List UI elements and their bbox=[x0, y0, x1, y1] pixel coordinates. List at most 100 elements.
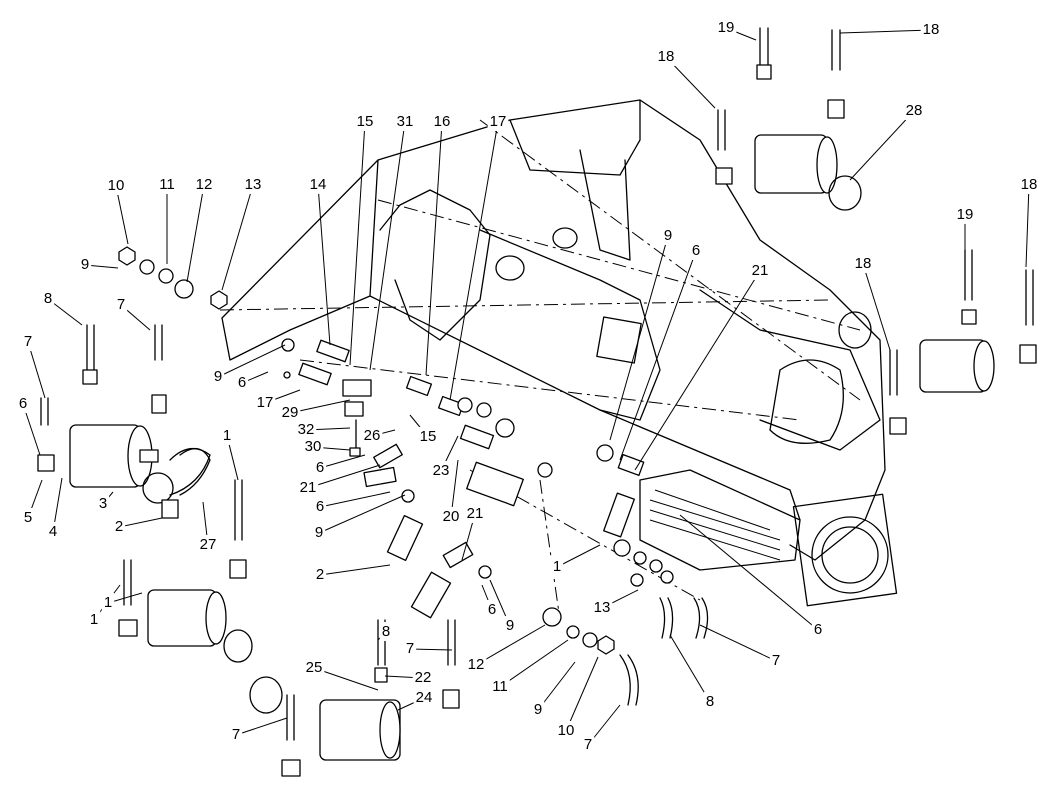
part-callout: 11 bbox=[159, 176, 175, 193]
callout-backing bbox=[954, 204, 976, 224]
callout-backing bbox=[157, 174, 177, 194]
callout-backing bbox=[550, 556, 564, 576]
part-callout: 16 bbox=[434, 113, 451, 130]
part-callout: 9 bbox=[81, 256, 89, 273]
motor-assembly-left-lower bbox=[118, 479, 253, 663]
part-callout: 7 bbox=[772, 652, 780, 669]
leader-line bbox=[634, 270, 761, 471]
leader-line bbox=[609, 235, 669, 441]
callout-backing bbox=[193, 174, 215, 194]
callout-backing bbox=[555, 720, 577, 740]
motor-assembly-bottom bbox=[249, 619, 460, 777]
callout-backing bbox=[313, 564, 327, 584]
callout-backing bbox=[302, 436, 324, 456]
part-callout: 1 bbox=[104, 594, 112, 611]
valve-block-assembly bbox=[281, 338, 674, 619]
callout-labels: 1111223456666666777777888999999101011111… bbox=[16, 17, 1040, 754]
callout-backing bbox=[361, 425, 383, 445]
part-callout: 18 bbox=[855, 255, 872, 272]
leader-line bbox=[349, 121, 366, 366]
part-callout: 12 bbox=[196, 176, 213, 193]
leader-line bbox=[186, 184, 205, 283]
part-callout: 3 bbox=[99, 495, 107, 512]
leader-line bbox=[862, 263, 891, 351]
part-callout: 21 bbox=[752, 262, 769, 279]
part-callout: 9 bbox=[506, 617, 514, 634]
callout-backing bbox=[114, 294, 128, 314]
callout-backing bbox=[749, 260, 771, 280]
callout-backing bbox=[903, 100, 925, 120]
leader-line bbox=[369, 121, 406, 371]
callout-backing bbox=[297, 477, 319, 497]
callout-backing bbox=[811, 619, 825, 639]
callout-backing bbox=[430, 460, 452, 480]
callout-backing bbox=[78, 254, 92, 274]
leader-line bbox=[449, 121, 499, 401]
callout-backing bbox=[440, 506, 462, 526]
part-callout: 2 bbox=[115, 518, 123, 535]
part-callout: 8 bbox=[44, 290, 52, 307]
part-callout: 27 bbox=[200, 536, 217, 553]
hoses-bottom-right bbox=[542, 597, 709, 706]
leader-line bbox=[669, 634, 711, 703]
callout-backing bbox=[591, 597, 613, 617]
leader-line bbox=[499, 639, 569, 688]
part-callout: 5 bbox=[24, 509, 32, 526]
part-callout: 18 bbox=[923, 21, 940, 38]
part-callout: 7 bbox=[584, 736, 592, 753]
leader-line bbox=[319, 454, 366, 469]
leader-line bbox=[317, 184, 331, 346]
leader-line bbox=[409, 648, 453, 651]
motor-assembly-right-middle bbox=[889, 249, 1037, 435]
callout-backing bbox=[703, 691, 717, 711]
callout-backing bbox=[503, 615, 517, 635]
part-callout: 9 bbox=[664, 227, 672, 244]
leader-line bbox=[619, 250, 697, 461]
part-callout: 28 bbox=[906, 102, 923, 119]
part-callout: 19 bbox=[957, 206, 974, 223]
callout-backing bbox=[487, 111, 509, 131]
callout-backing bbox=[852, 253, 874, 273]
part-callout: 12 bbox=[468, 656, 485, 673]
callout-backing bbox=[220, 425, 234, 445]
part-callout: 23 bbox=[433, 462, 450, 479]
callout-backing bbox=[101, 592, 115, 612]
part-callout: 6 bbox=[316, 498, 324, 515]
part-callout: 6 bbox=[814, 621, 822, 638]
callout-backing bbox=[295, 419, 317, 439]
leader-line bbox=[221, 184, 254, 291]
callout-backing bbox=[581, 734, 595, 754]
leader-line bbox=[27, 341, 46, 399]
callout-backing bbox=[87, 609, 101, 629]
callout-backing bbox=[105, 175, 127, 195]
part-callout: 29 bbox=[282, 404, 299, 421]
leader-line bbox=[307, 464, 381, 489]
part-callout: 6 bbox=[19, 395, 27, 412]
callout-backing bbox=[303, 657, 325, 677]
callout-backing bbox=[229, 724, 243, 744]
part-callout: 1 bbox=[553, 558, 561, 575]
leader-line bbox=[839, 29, 932, 34]
part-callout: 20 bbox=[443, 508, 460, 525]
callout-backing bbox=[394, 111, 416, 131]
leader-line bbox=[556, 544, 601, 568]
part-callout: 10 bbox=[558, 722, 575, 739]
part-callout: 13 bbox=[245, 176, 262, 193]
callout-backing bbox=[354, 111, 376, 131]
callout-backing bbox=[531, 699, 545, 719]
part-callout: 21 bbox=[300, 479, 317, 496]
leader-line bbox=[115, 185, 129, 245]
part-callout: 30 bbox=[305, 438, 322, 455]
callout-backing bbox=[655, 46, 677, 66]
leader-line bbox=[235, 717, 288, 736]
callout-backing bbox=[16, 393, 30, 413]
callout-backing bbox=[41, 288, 55, 308]
part-callout: 6 bbox=[238, 374, 246, 391]
leader-line bbox=[313, 667, 379, 691]
callout-backing bbox=[313, 457, 327, 477]
part-callout: 17 bbox=[490, 113, 507, 130]
callout-backing bbox=[769, 650, 783, 670]
callout-backing bbox=[715, 17, 737, 37]
part-callout: 15 bbox=[357, 113, 374, 130]
